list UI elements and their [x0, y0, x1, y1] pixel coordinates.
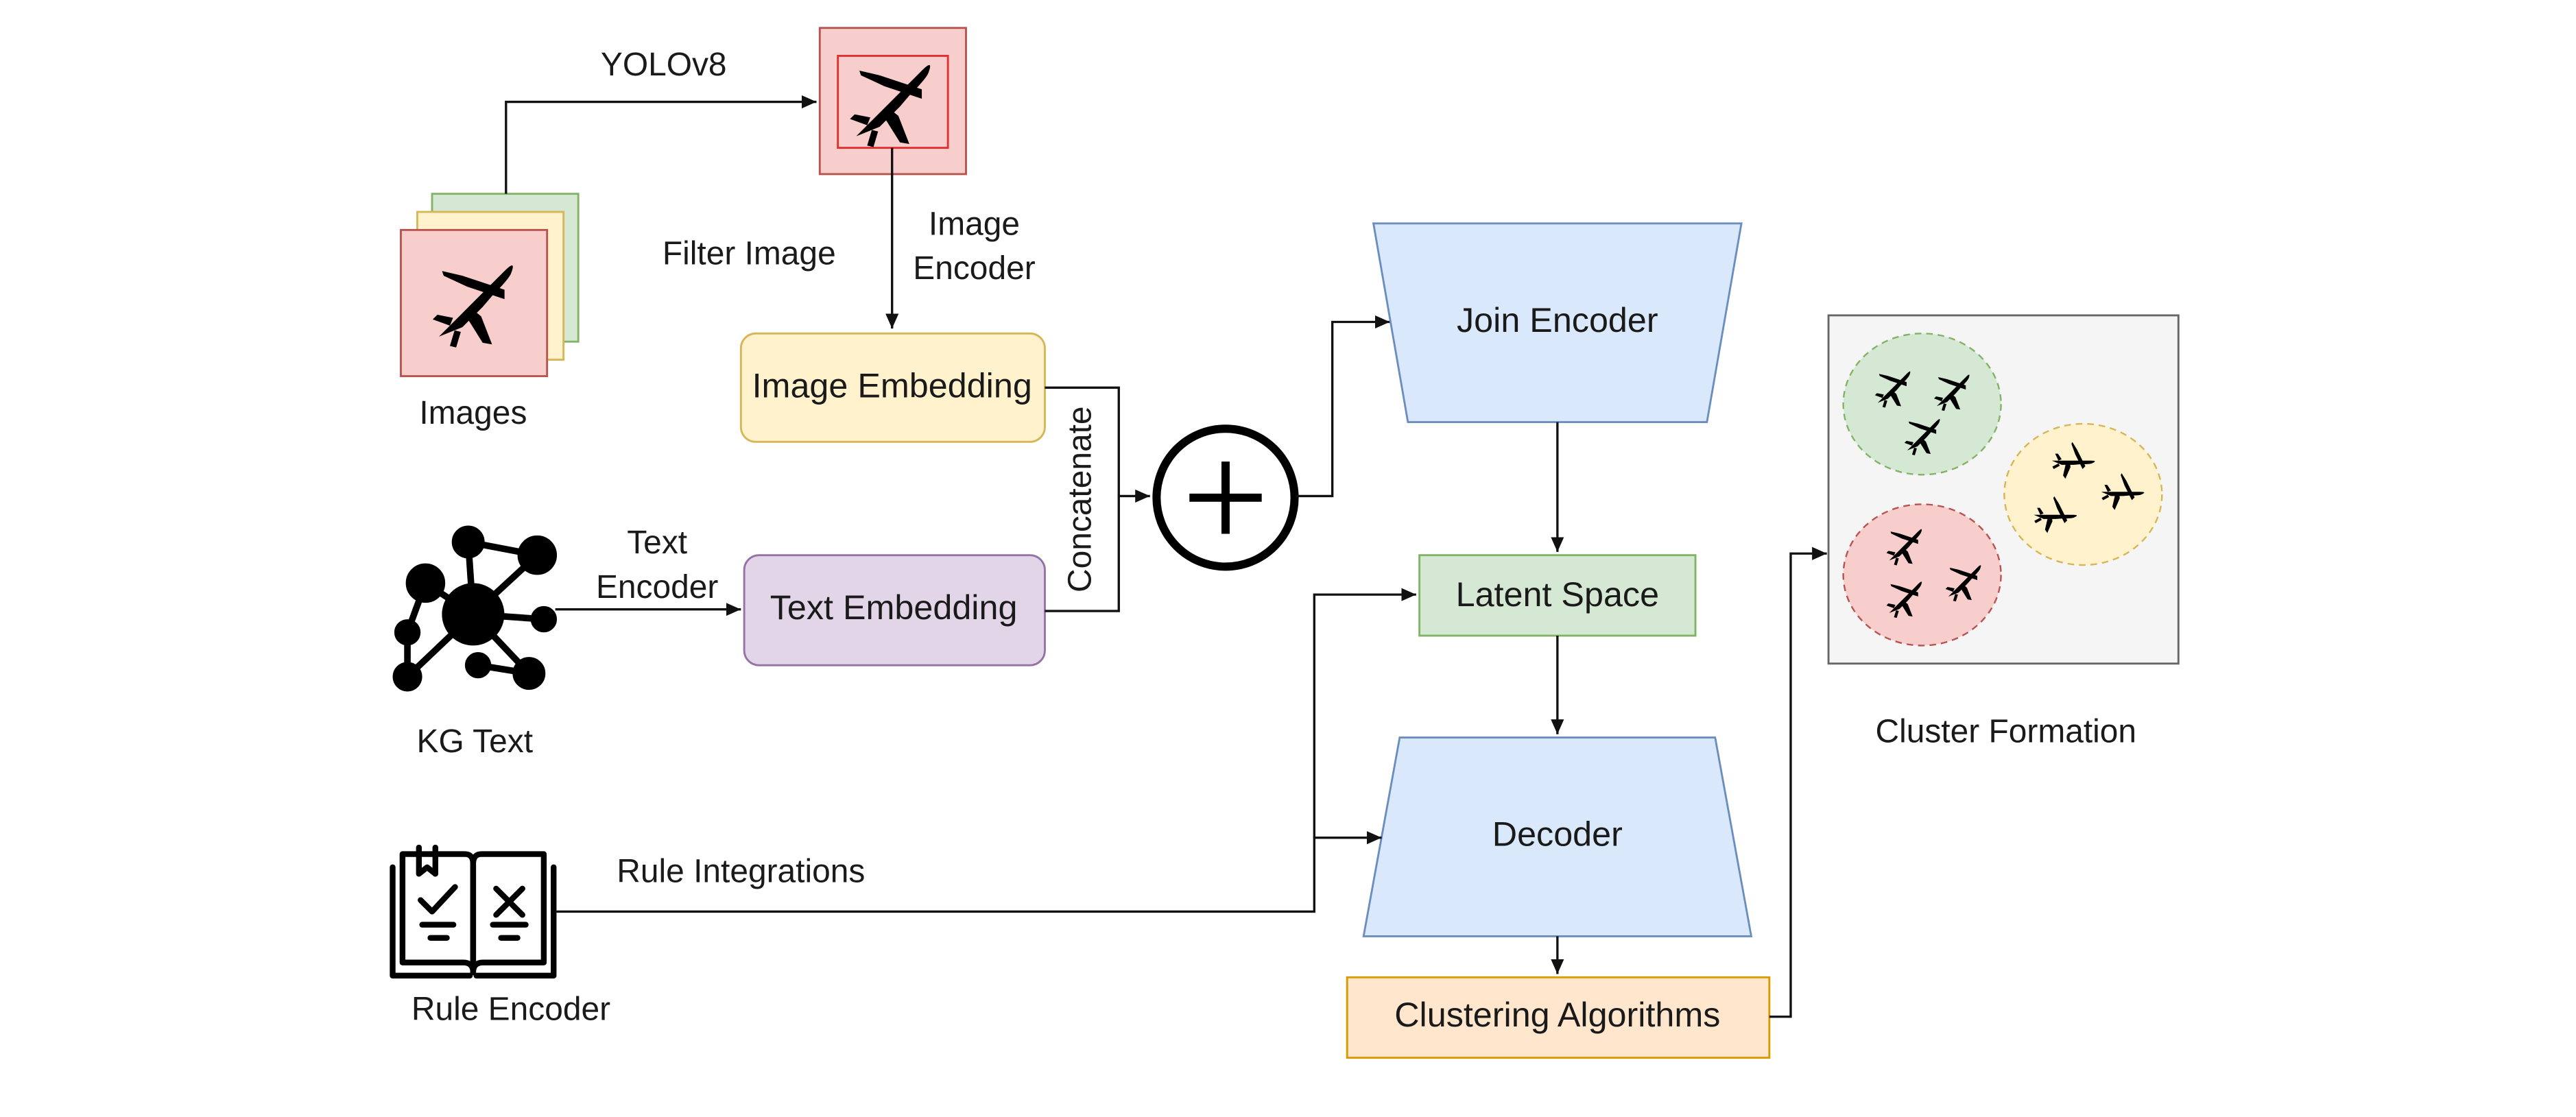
latent-space-node [1418, 554, 1697, 637]
text-encoder-label-line2: Encoder [596, 569, 718, 605]
text-encoder-label-line1: Text [627, 525, 687, 561]
knowledge-graph-icon [392, 525, 558, 692]
images-label: Images [419, 395, 527, 431]
kg-text-label: KG Text [417, 723, 533, 760]
rule-integrations-label: Rule Integrations [617, 853, 865, 889]
concatenate-label: Concatenate [1062, 406, 1099, 592]
filter-image-label: Filter Image [663, 236, 836, 272]
detection-box [837, 55, 949, 149]
edge-rule-to-decoder [555, 831, 1382, 913]
latent-space-label: Latent Space [1456, 575, 1659, 614]
yolo-label: YOLOv8 [601, 47, 727, 83]
edge-text-embedding-to-concat [1045, 489, 1150, 612]
decoder-node [1362, 736, 1753, 937]
image-encoder-label-line2: Encoder [913, 250, 1035, 287]
clustering-algorithms-node [1346, 976, 1771, 1059]
edge-rule-to-latent [1313, 588, 1416, 838]
cluster-formation-label: Cluster Formation [1875, 714, 2136, 750]
join-encoder-node [1372, 222, 1743, 424]
cluster-yellow [2003, 422, 2163, 566]
text-embedding-label: Text Embedding [770, 588, 1018, 627]
image-embedding-label: Image Embedding [752, 366, 1032, 405]
image-encoder-label-line1: Image [929, 206, 1020, 243]
edge-clustering-to-cluster-formation [1769, 547, 1827, 1018]
edge-concat-to-join-encoder [1296, 315, 1390, 498]
join-encoder-label: Join Encoder [1457, 300, 1658, 339]
plus-circle-icon [1152, 424, 1299, 571]
cluster-red [1842, 503, 2002, 647]
images-stack [400, 193, 580, 377]
rule-encoder-label: Rule Encoder [412, 992, 610, 1028]
decoder-label: Decoder [1492, 815, 1623, 854]
cluster-green [1842, 333, 2002, 476]
clustering-algorithms-label: Clustering Algorithms [1394, 995, 1720, 1034]
rule-book-icon [390, 844, 557, 979]
edge-image-embedding-to-concat [1045, 386, 1120, 496]
edge-images-to-yolo [505, 95, 817, 194]
